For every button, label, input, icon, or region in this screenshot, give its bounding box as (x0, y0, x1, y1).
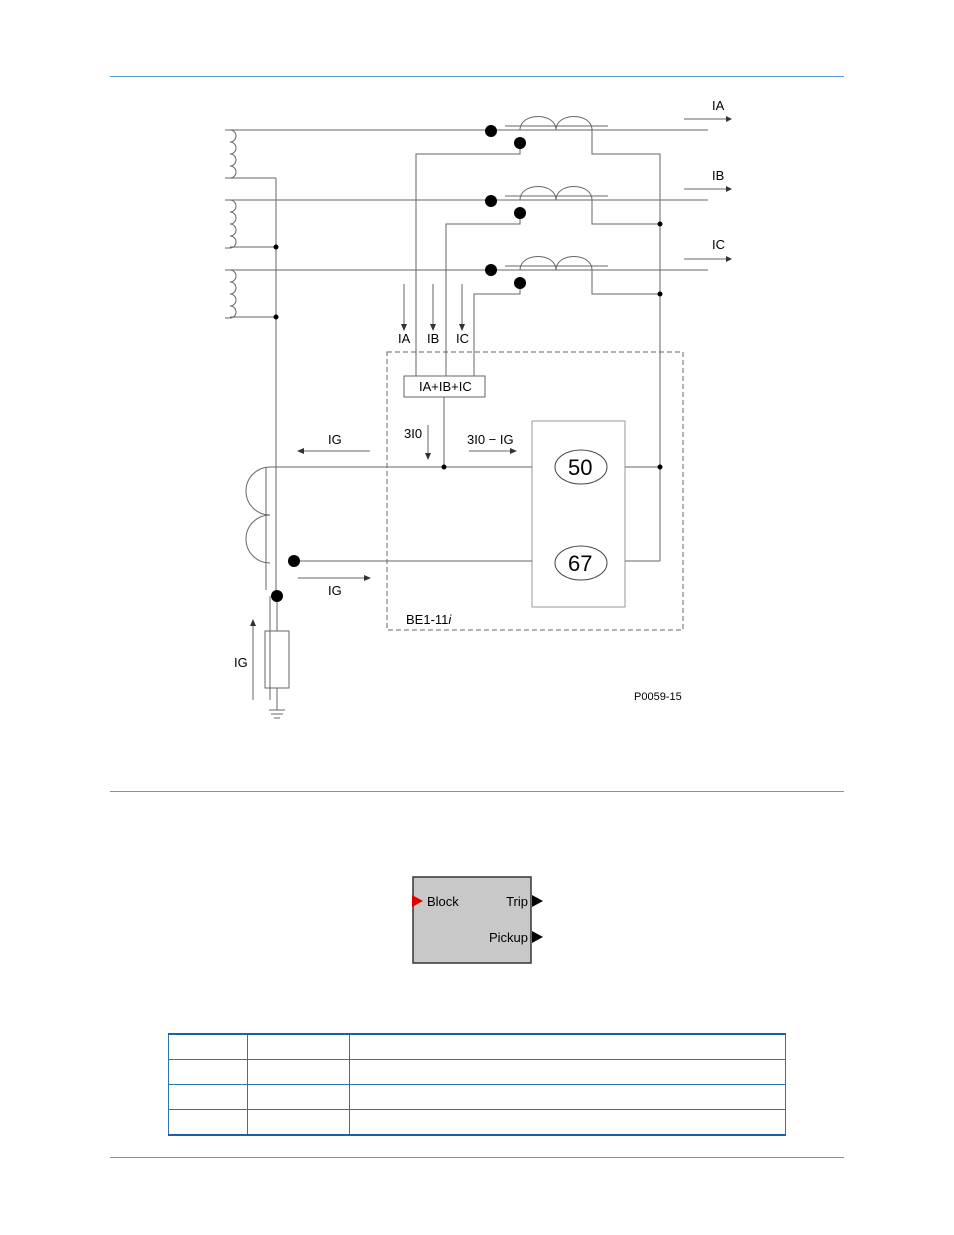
table-cell (349, 1059, 786, 1085)
source-winding-b (225, 199, 276, 249)
device-name: BE1-11i (406, 612, 452, 627)
bottom-rule (110, 1157, 844, 1158)
ground-label-top: IG (328, 432, 342, 447)
block-input-label: Block (427, 894, 459, 909)
table-cell (349, 1033, 786, 1060)
table-cell (168, 1059, 248, 1085)
table-row (168, 1033, 786, 1060)
table-cell (168, 1084, 248, 1110)
source-winding-c (225, 269, 276, 319)
junction-dot (657, 221, 663, 227)
table-cell (247, 1084, 350, 1110)
input-label-ic: IC (456, 331, 469, 346)
logic-block-body (412, 876, 532, 964)
polarity-dot (514, 137, 526, 149)
trip-output-arrow (532, 895, 543, 907)
relay-67-ellipse (554, 545, 608, 581)
source-winding-a (225, 129, 276, 179)
pickup-output-label: Pickup (489, 930, 528, 945)
connection-diagram: IA IB IC IA IB IC IA+IB+IC 3I0 3I0 − IG … (225, 98, 732, 719)
junction-dot (657, 464, 663, 470)
relay-50-label: 50 (568, 455, 592, 480)
output-label-ic: IC (712, 237, 725, 252)
table-cell (168, 1033, 248, 1060)
pickup-output-arrow (532, 931, 543, 943)
table-row (168, 1084, 786, 1110)
polarity-dot (485, 125, 497, 137)
polarity-dot (288, 555, 300, 567)
summation-label: IA+IB+IC (419, 379, 472, 394)
table-row (168, 1059, 786, 1085)
polarity-dot (271, 590, 283, 602)
ground-label-bottom: IG (328, 583, 342, 598)
residual-label: 3I0 (404, 426, 422, 441)
polarity-dot (485, 264, 497, 276)
output-label-ib: IB (712, 168, 724, 183)
top-rule (110, 76, 844, 77)
table-cell (349, 1109, 786, 1136)
relay-50-ellipse (554, 449, 608, 485)
relay-67-label: 67 (568, 551, 592, 576)
input-label-ia: IA (398, 331, 411, 346)
settings-table (168, 1033, 786, 1136)
ground-label-resistor: IG (234, 655, 248, 670)
polarity-dot (485, 195, 497, 207)
table-cell (168, 1109, 248, 1136)
junction-dot (657, 291, 663, 297)
input-label-ib: IB (427, 331, 439, 346)
polarity-dot (514, 277, 526, 289)
table-cell (247, 1033, 350, 1060)
output-label-ia: IA (712, 98, 725, 113)
polarity-dot (514, 207, 526, 219)
middle-rule (110, 791, 844, 792)
junction-dot (273, 244, 279, 250)
junction-dot (441, 464, 447, 470)
difference-label: 3I0 − IG (467, 432, 514, 447)
table-row (168, 1109, 786, 1136)
logic-block: Block Trip Pickup (412, 876, 543, 964)
figure-id: P0059-15 (634, 691, 682, 703)
trip-output-label: Trip (506, 894, 528, 909)
table-cell (349, 1084, 786, 1110)
block-input-arrow (412, 895, 423, 907)
table-cell (247, 1109, 350, 1136)
junction-dot (273, 314, 279, 320)
table-cell (247, 1059, 350, 1085)
